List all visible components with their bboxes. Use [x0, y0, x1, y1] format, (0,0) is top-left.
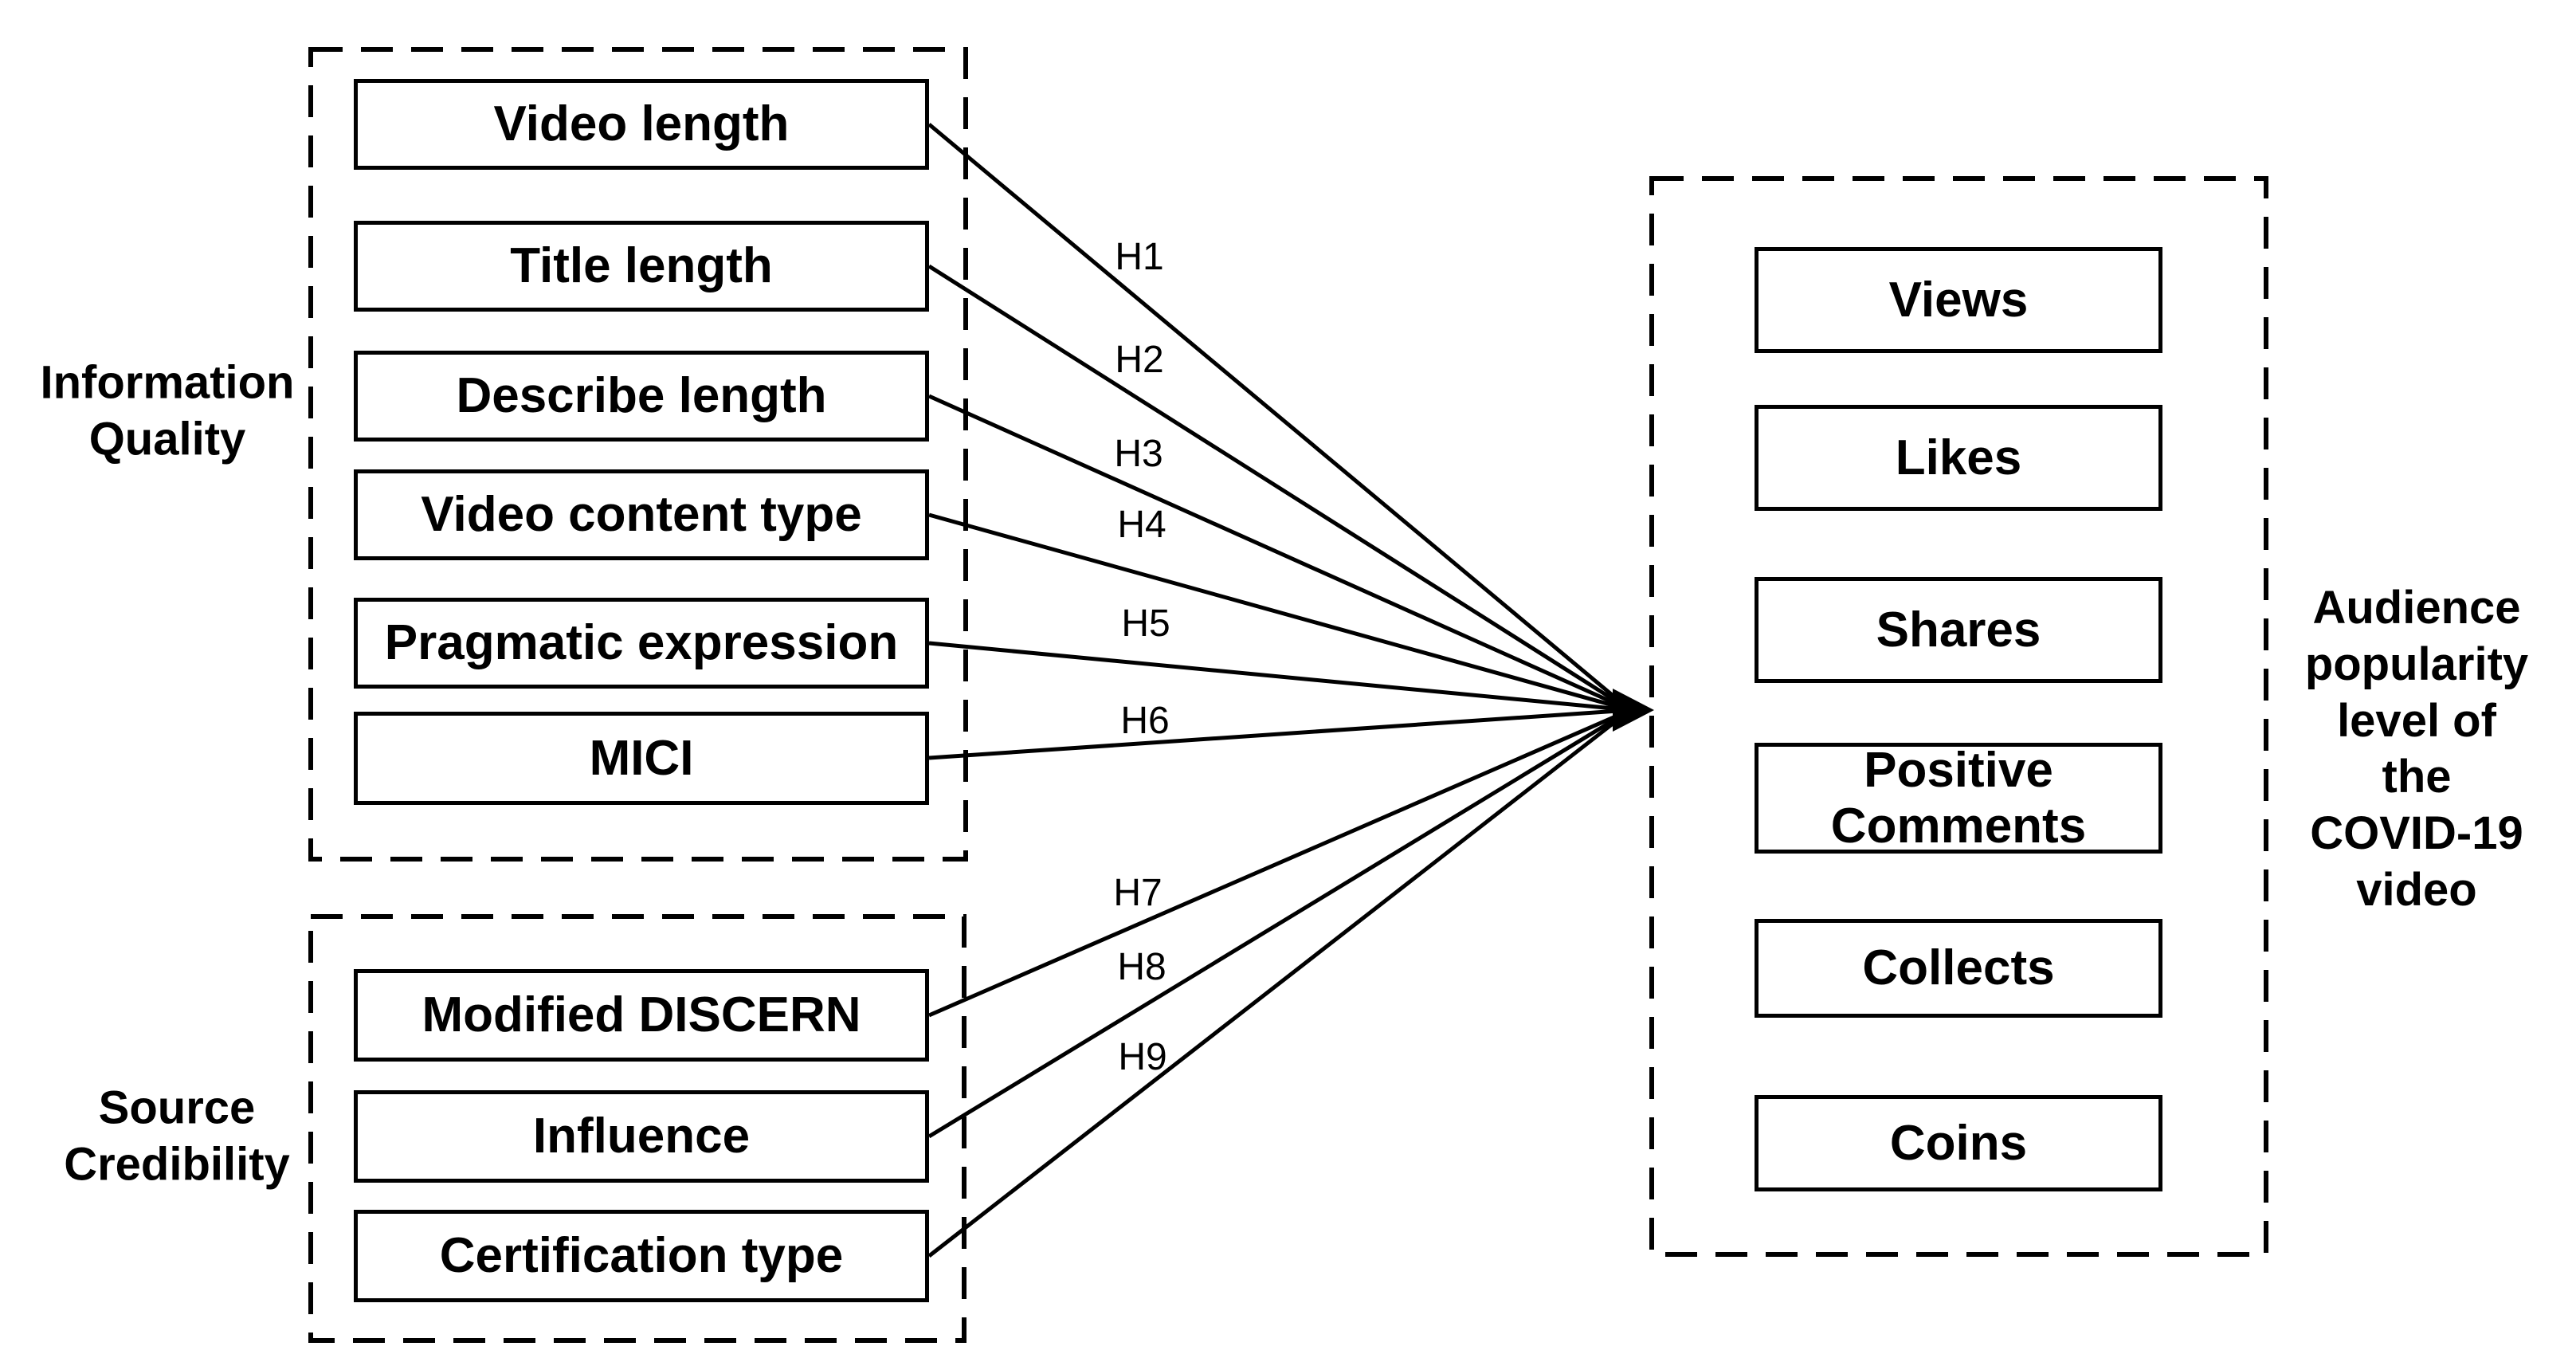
hypothesis-line-h9: [927, 708, 1632, 1258]
outcome-label: Audience popularity level of the COVID-1…: [2304, 581, 2529, 916]
hypothesis-line-h5: [928, 641, 1631, 712]
hypothesis-label-h4: H4: [1117, 504, 1166, 546]
hypothesis-label-h5: H5: [1121, 602, 1170, 645]
node-video-content-type: Video content type: [354, 469, 929, 560]
hypothesis-label-h2: H2: [1115, 339, 1164, 381]
node-title-length: Title length: [354, 221, 929, 312]
node-modified-discern: Modified DISCERN: [354, 969, 929, 1062]
hypothesis-label-h8: H8: [1117, 946, 1166, 988]
source-credibility-label: Source Credibility: [64, 1081, 290, 1190]
hypothesis-label-h1: H1: [1115, 236, 1164, 278]
node-likes: Likes: [1755, 405, 2162, 511]
node-collects: Collects: [1755, 919, 2162, 1018]
hypothesis-line-h4: [928, 512, 1631, 712]
node-certification-type: Certification type: [354, 1210, 929, 1302]
node-shares: Shares: [1755, 577, 2162, 683]
hypothesis-line-h3: [927, 394, 1632, 712]
information-quality-group-border: [308, 47, 968, 862]
node-views: Views: [1755, 247, 2162, 353]
node-influence: Influence: [354, 1090, 929, 1183]
hypothesis-line-h6: [928, 708, 1631, 760]
information-quality-label: Information Quality: [40, 356, 295, 465]
node-pragmatic-expression: Pragmatic expression: [354, 598, 929, 689]
outcome-group-border: [1649, 176, 2268, 1257]
hypothesis-line-h2: [927, 264, 1632, 712]
source-credibility-group-border: [308, 914, 966, 1343]
node-coins: Coins: [1755, 1095, 2162, 1191]
node-mici: MICI: [354, 712, 929, 805]
hypothesis-label-h7: H7: [1113, 872, 1163, 914]
arrowhead: [1613, 689, 1654, 732]
hypothesis-line-h8: [927, 708, 1632, 1139]
node-video-length: Video length: [354, 79, 929, 170]
hypothesis-label-h9: H9: [1118, 1036, 1167, 1078]
node-describe-length: Describe length: [354, 351, 929, 442]
hypothesis-line-h1: [927, 123, 1632, 712]
hypothesis-label-h6: H6: [1120, 700, 1170, 742]
hypothesis-label-h3: H3: [1114, 433, 1163, 475]
hypothesis-line-h7: [928, 708, 1631, 1018]
node-positive-comments: Positive Comments: [1755, 743, 2162, 854]
